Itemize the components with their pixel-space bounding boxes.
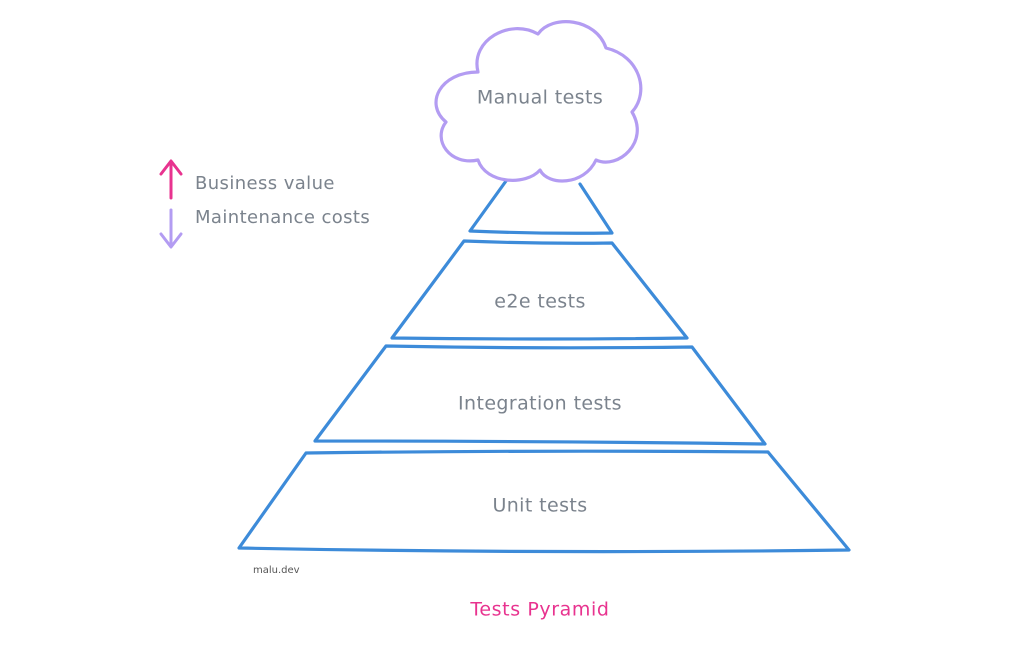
legend: Business value Maintenance costs	[159, 159, 370, 249]
layer-label-unit: Unit tests	[492, 495, 587, 517]
diagram-title: Tests Pyramid	[469, 599, 609, 621]
layer-label-e2e: e2e tests	[494, 291, 586, 313]
arrow-up-icon	[159, 159, 183, 200]
layer-label-manual: Manual tests	[477, 87, 603, 109]
legend-maintenance-costs: Maintenance costs	[195, 207, 370, 228]
pyramid-layer-unit: Unit tests	[237, 449, 851, 554]
credit-text: malu.dev	[253, 565, 300, 576]
legend-business-value: Business value	[195, 173, 335, 194]
pyramid-layer-integration: Integration tests	[313, 344, 767, 446]
layer-label-integration: Integration tests	[458, 393, 622, 415]
arrow-down-icon	[159, 208, 183, 249]
pyramid-tip	[468, 179, 614, 235]
manual-tests-cloud: Manual tests	[434, 20, 643, 183]
pyramid-layer-e2e: e2e tests	[390, 239, 689, 341]
